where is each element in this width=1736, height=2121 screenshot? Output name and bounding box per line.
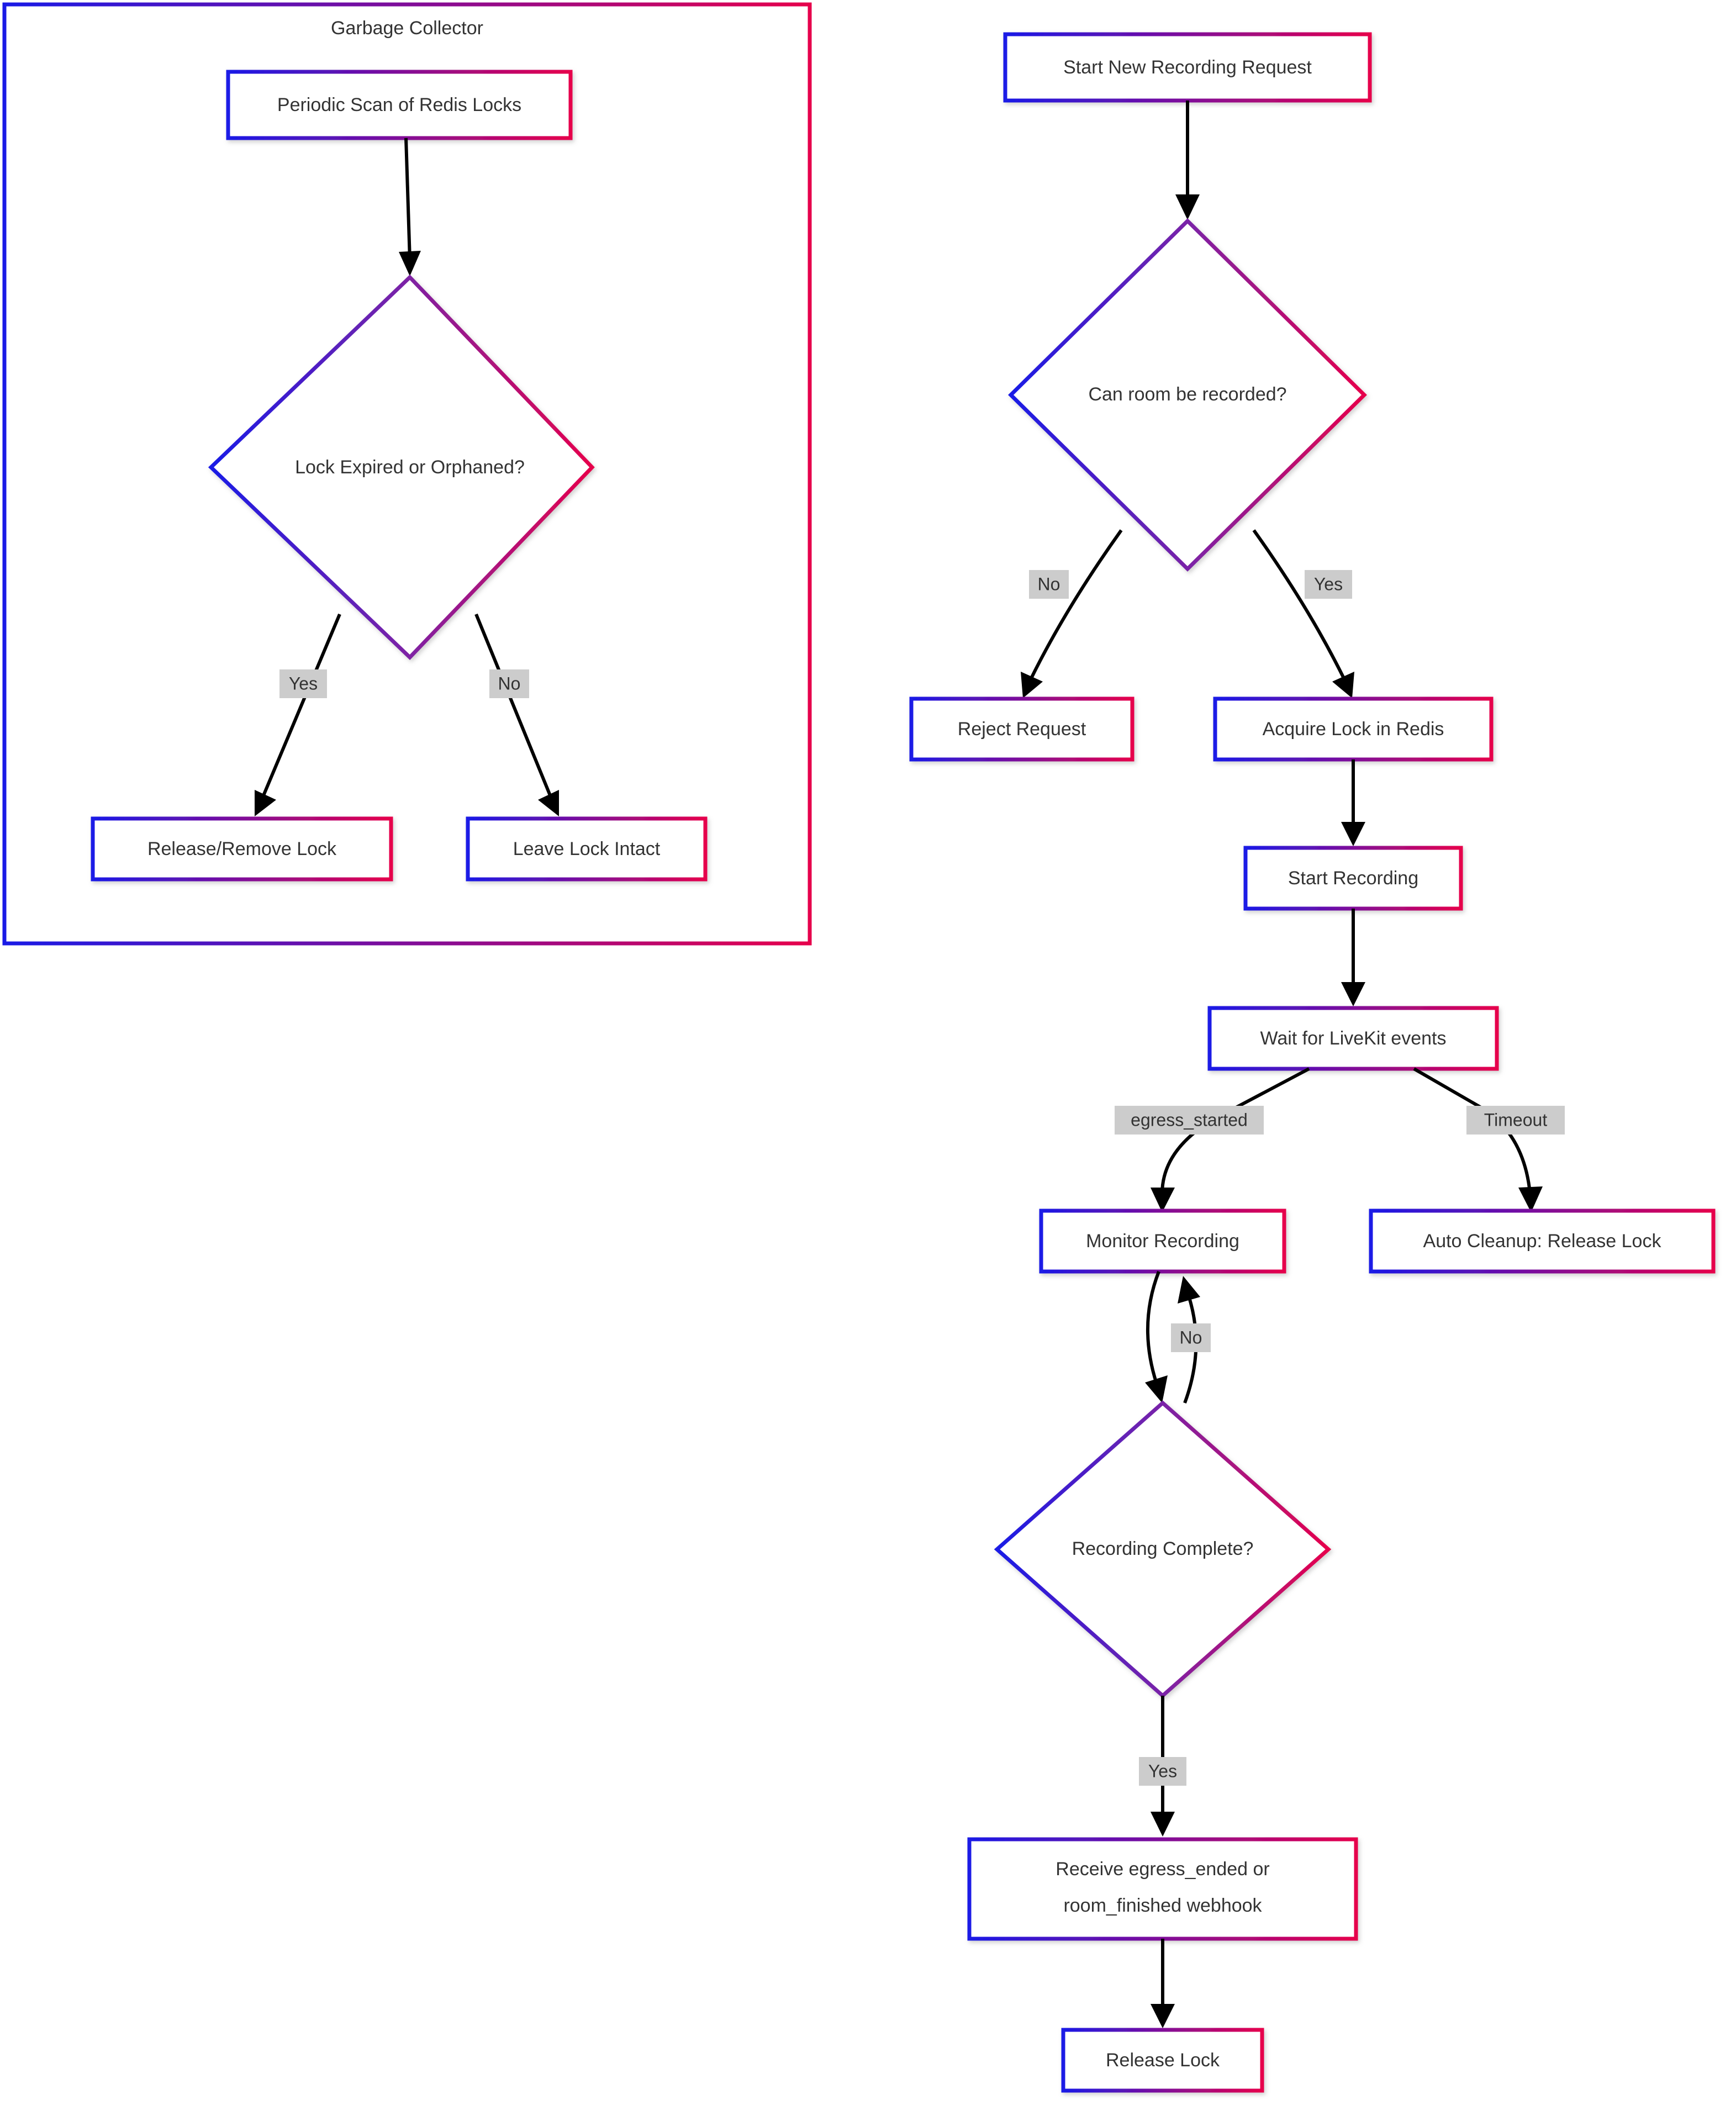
node-receive-webhook-shape[interactable]	[967, 1837, 1358, 1941]
arrowhead-icon	[1151, 1188, 1175, 1212]
node-release-lock-shape[interactable]	[1061, 2028, 1264, 2093]
node-monitor-recording-label: Monitor Recording	[1086, 1231, 1239, 1252]
node-recording-complete-label: Recording Complete?	[1072, 1538, 1254, 1559]
node-reject-request[interactable]: Reject Request	[909, 697, 1135, 762]
edge-webhook-to-releaselock	[1151, 1939, 1175, 2028]
edge-label-bg-egress-started	[1115, 1106, 1264, 1135]
edge-label-bg-gc-yes	[279, 669, 327, 698]
edge-label-bg-room-no	[1029, 570, 1069, 599]
edge-label-gc-yes: Yes	[289, 673, 318, 693]
edge-label-bg-timeout	[1466, 1106, 1565, 1135]
node-periodic-scan-label: Periodic Scan of Redis Locks	[277, 94, 521, 115]
edge-label-egress-started: egress_started	[1131, 1110, 1248, 1130]
edge-monitor-to-complete	[1145, 1270, 1168, 1403]
edge-wait-timeout: Timeout	[1413, 1067, 1565, 1212]
arrowhead-icon	[255, 790, 276, 816]
edge-label-gc-no: No	[498, 673, 521, 693]
node-reject-request-shape[interactable]	[909, 697, 1135, 762]
node-acquire-lock[interactable]: Acquire Lock in Redis	[1213, 697, 1494, 762]
edge-label-bg-complete-yes	[1139, 1757, 1186, 1786]
node-can-room-be-recorded[interactable]: Can room be recorded?	[1008, 218, 1367, 572]
node-periodic-scan[interactable]: Periodic Scan of Redis Locks	[226, 70, 573, 140]
edge-startrec-to-wait	[1341, 909, 1365, 1006]
arrowhead-icon	[1178, 1276, 1200, 1304]
node-release-remove-lock-label: Release/Remove Lock	[147, 838, 337, 859]
edge-canroom-yes: Yes	[1252, 529, 1354, 698]
node-release-remove-lock[interactable]: Release/Remove Lock	[91, 816, 393, 882]
edge-wait-egress-started: egress_started	[1115, 1067, 1310, 1212]
node-periodic-scan-shape[interactable]	[226, 70, 573, 140]
edge-label-timeout: Timeout	[1484, 1110, 1548, 1130]
edge-complete-no-loop: No	[1171, 1276, 1211, 1404]
node-auto-cleanup[interactable]: Auto Cleanup: Release Lock	[1369, 1209, 1716, 1274]
arrowhead-icon	[1341, 982, 1365, 1006]
node-receive-webhook-label-line2: room_finished webhook	[1063, 1895, 1262, 1916]
edge-label-monitor-no: No	[1180, 1327, 1202, 1347]
edge-lockexpired-yes: Yes	[255, 613, 341, 816]
arrowhead-icon	[1021, 672, 1043, 698]
edge-label-room-yes: Yes	[1314, 574, 1343, 594]
node-lock-expired-shape[interactable]	[208, 275, 595, 660]
edge-canroom-no: No	[1021, 529, 1123, 698]
node-recording-complete[interactable]: Recording Complete?	[994, 1400, 1332, 1698]
node-lock-expired[interactable]: Lock Expired or Orphaned?	[208, 275, 595, 660]
edge-label-bg-gc-no	[489, 669, 529, 698]
edge-label-bg-room-yes	[1305, 570, 1352, 599]
node-start-recording-label: Start Recording	[1288, 868, 1418, 889]
node-start-new-recording[interactable]: Start New Recording Request	[1003, 32, 1372, 103]
node-leave-lock-intact-label: Leave Lock Intact	[513, 838, 661, 859]
node-start-recording[interactable]: Start Recording	[1243, 846, 1463, 911]
arrowhead-icon	[1175, 194, 1200, 220]
arrowhead-icon	[1341, 822, 1365, 846]
arrowhead-icon	[538, 790, 559, 816]
arrowhead-icon	[1151, 2004, 1175, 2028]
node-release-lock-label: Release Lock	[1106, 2050, 1220, 2071]
node-can-room-be-recorded-label: Can room be recorded?	[1088, 384, 1286, 405]
edge-scan-to-lockexpired	[399, 138, 421, 276]
node-receive-webhook[interactable]: Receive egress_ended or room_finished we…	[967, 1837, 1358, 1941]
edge-start-to-canroom	[1175, 101, 1200, 220]
node-release-lock[interactable]: Release Lock	[1061, 2028, 1264, 2093]
node-acquire-lock-shape[interactable]	[1213, 697, 1494, 762]
node-monitor-recording-shape[interactable]	[1039, 1209, 1286, 1274]
node-start-new-recording-label: Start New Recording Request	[1063, 57, 1312, 78]
node-acquire-lock-label: Acquire Lock in Redis	[1263, 719, 1444, 740]
edge-complete-yes: Yes	[1139, 1696, 1186, 1837]
node-wait-events-label: Wait for LiveKit events	[1260, 1028, 1447, 1049]
edge-label-complete-yes: Yes	[1148, 1761, 1177, 1781]
arrowhead-icon	[1518, 1186, 1543, 1212]
arrowhead-icon	[1145, 1375, 1168, 1403]
arrowhead-icon	[399, 251, 421, 276]
node-wait-events[interactable]: Wait for LiveKit events	[1207, 1006, 1499, 1071]
arrowhead-icon	[1332, 672, 1354, 698]
node-lock-expired-label: Lock Expired or Orphaned?	[295, 457, 525, 478]
subgraph-title-garbage-collector: Garbage Collector	[331, 18, 483, 39]
node-start-new-recording-shape[interactable]	[1003, 32, 1372, 103]
node-auto-cleanup-label: Auto Cleanup: Release Lock	[1423, 1231, 1662, 1252]
edge-label-bg-monitor-no	[1171, 1323, 1211, 1352]
arrowhead-icon	[1151, 1812, 1175, 1837]
node-monitor-recording[interactable]: Monitor Recording	[1039, 1209, 1286, 1274]
node-leave-lock-intact[interactable]: Leave Lock Intact	[466, 816, 708, 882]
node-reject-request-label: Reject Request	[958, 719, 1086, 740]
node-auto-cleanup-shape[interactable]	[1369, 1209, 1716, 1274]
node-receive-webhook-label-line1: Receive egress_ended or	[1056, 1859, 1269, 1880]
node-can-room-be-recorded-shape[interactable]	[1008, 218, 1367, 572]
edge-label-room-no: No	[1038, 574, 1060, 594]
edge-lockexpired-no: No	[474, 613, 559, 816]
node-wait-events-shape[interactable]	[1207, 1006, 1499, 1071]
node-release-remove-lock-shape[interactable]	[91, 816, 393, 882]
edge-acquire-to-startrec	[1341, 759, 1365, 846]
node-leave-lock-intact-shape[interactable]	[466, 816, 708, 882]
